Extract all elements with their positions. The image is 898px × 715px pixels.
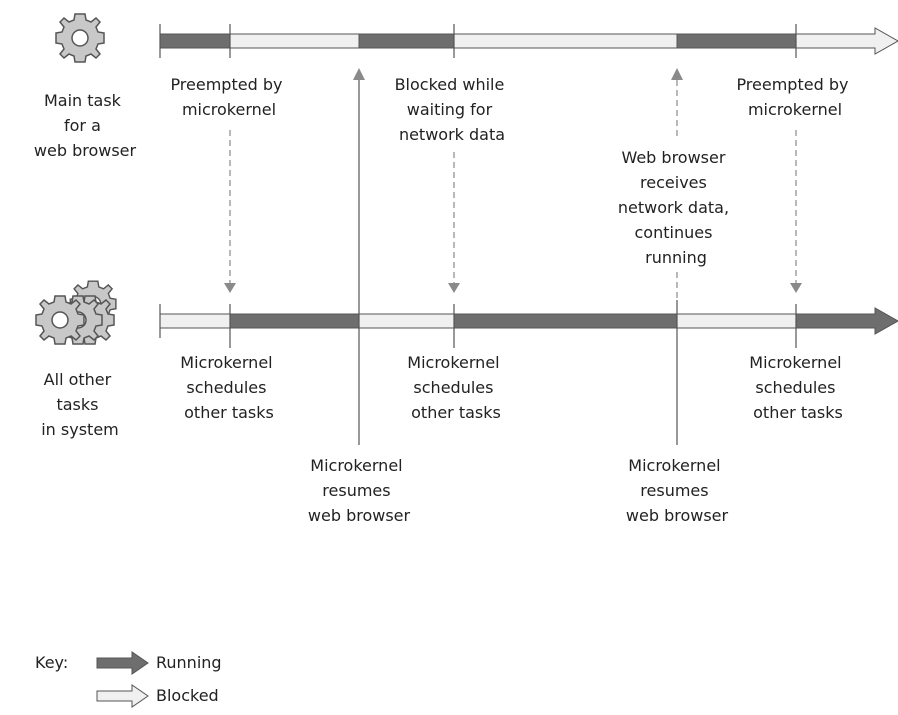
annotation-blocked-wait: Blocked while waiting for network data	[395, 75, 510, 144]
annotation-schedules-1: Microkernel schedules other tasks	[180, 353, 277, 422]
segment-running	[229, 313, 360, 329]
legend: Key: Running Blocked	[35, 651, 222, 708]
annotation-receives-data: Web browser receives network data, conti…	[618, 148, 734, 267]
annotation-schedules-3: Microkernel schedules other tasks	[749, 353, 846, 422]
main-task-timeline	[159, 24, 898, 58]
segment-blocked	[676, 313, 797, 329]
segment-blocked	[358, 313, 455, 329]
segment-blocked-arrow	[795, 27, 898, 55]
segment-running	[676, 33, 797, 49]
segment-running	[453, 313, 678, 329]
legend-blocked-arrow	[96, 684, 149, 708]
legend-running-label: Running	[156, 653, 222, 672]
transition-arrows	[224, 68, 802, 445]
main-task-label: Main task for a web browser	[34, 91, 137, 160]
other-tasks-label: All other tasks in system	[41, 370, 119, 439]
segment-blocked	[453, 33, 678, 49]
legend-blocked-label: Blocked	[156, 686, 219, 705]
legend-title: Key:	[35, 653, 68, 672]
legend-running-arrow	[96, 651, 149, 675]
annotation-preempted-2: Preempted by microkernel	[736, 75, 853, 119]
segment-blocked	[159, 313, 231, 329]
gear-icon	[55, 13, 105, 63]
other-tasks-timeline	[159, 304, 898, 348]
segment-running	[159, 33, 231, 49]
segment-running	[358, 33, 455, 49]
segment-blocked	[229, 33, 360, 49]
segment-running-arrow	[795, 307, 898, 335]
annotation-schedules-2: Microkernel schedules other tasks	[407, 353, 504, 422]
annotation-preempted-1: Preempted by microkernel	[170, 75, 287, 119]
annotation-resumes-2: Microkernel resumes web browser	[626, 456, 729, 525]
annotation-resumes-1: Microkernel resumes web browser	[308, 456, 411, 525]
gears-icon	[35, 280, 117, 345]
